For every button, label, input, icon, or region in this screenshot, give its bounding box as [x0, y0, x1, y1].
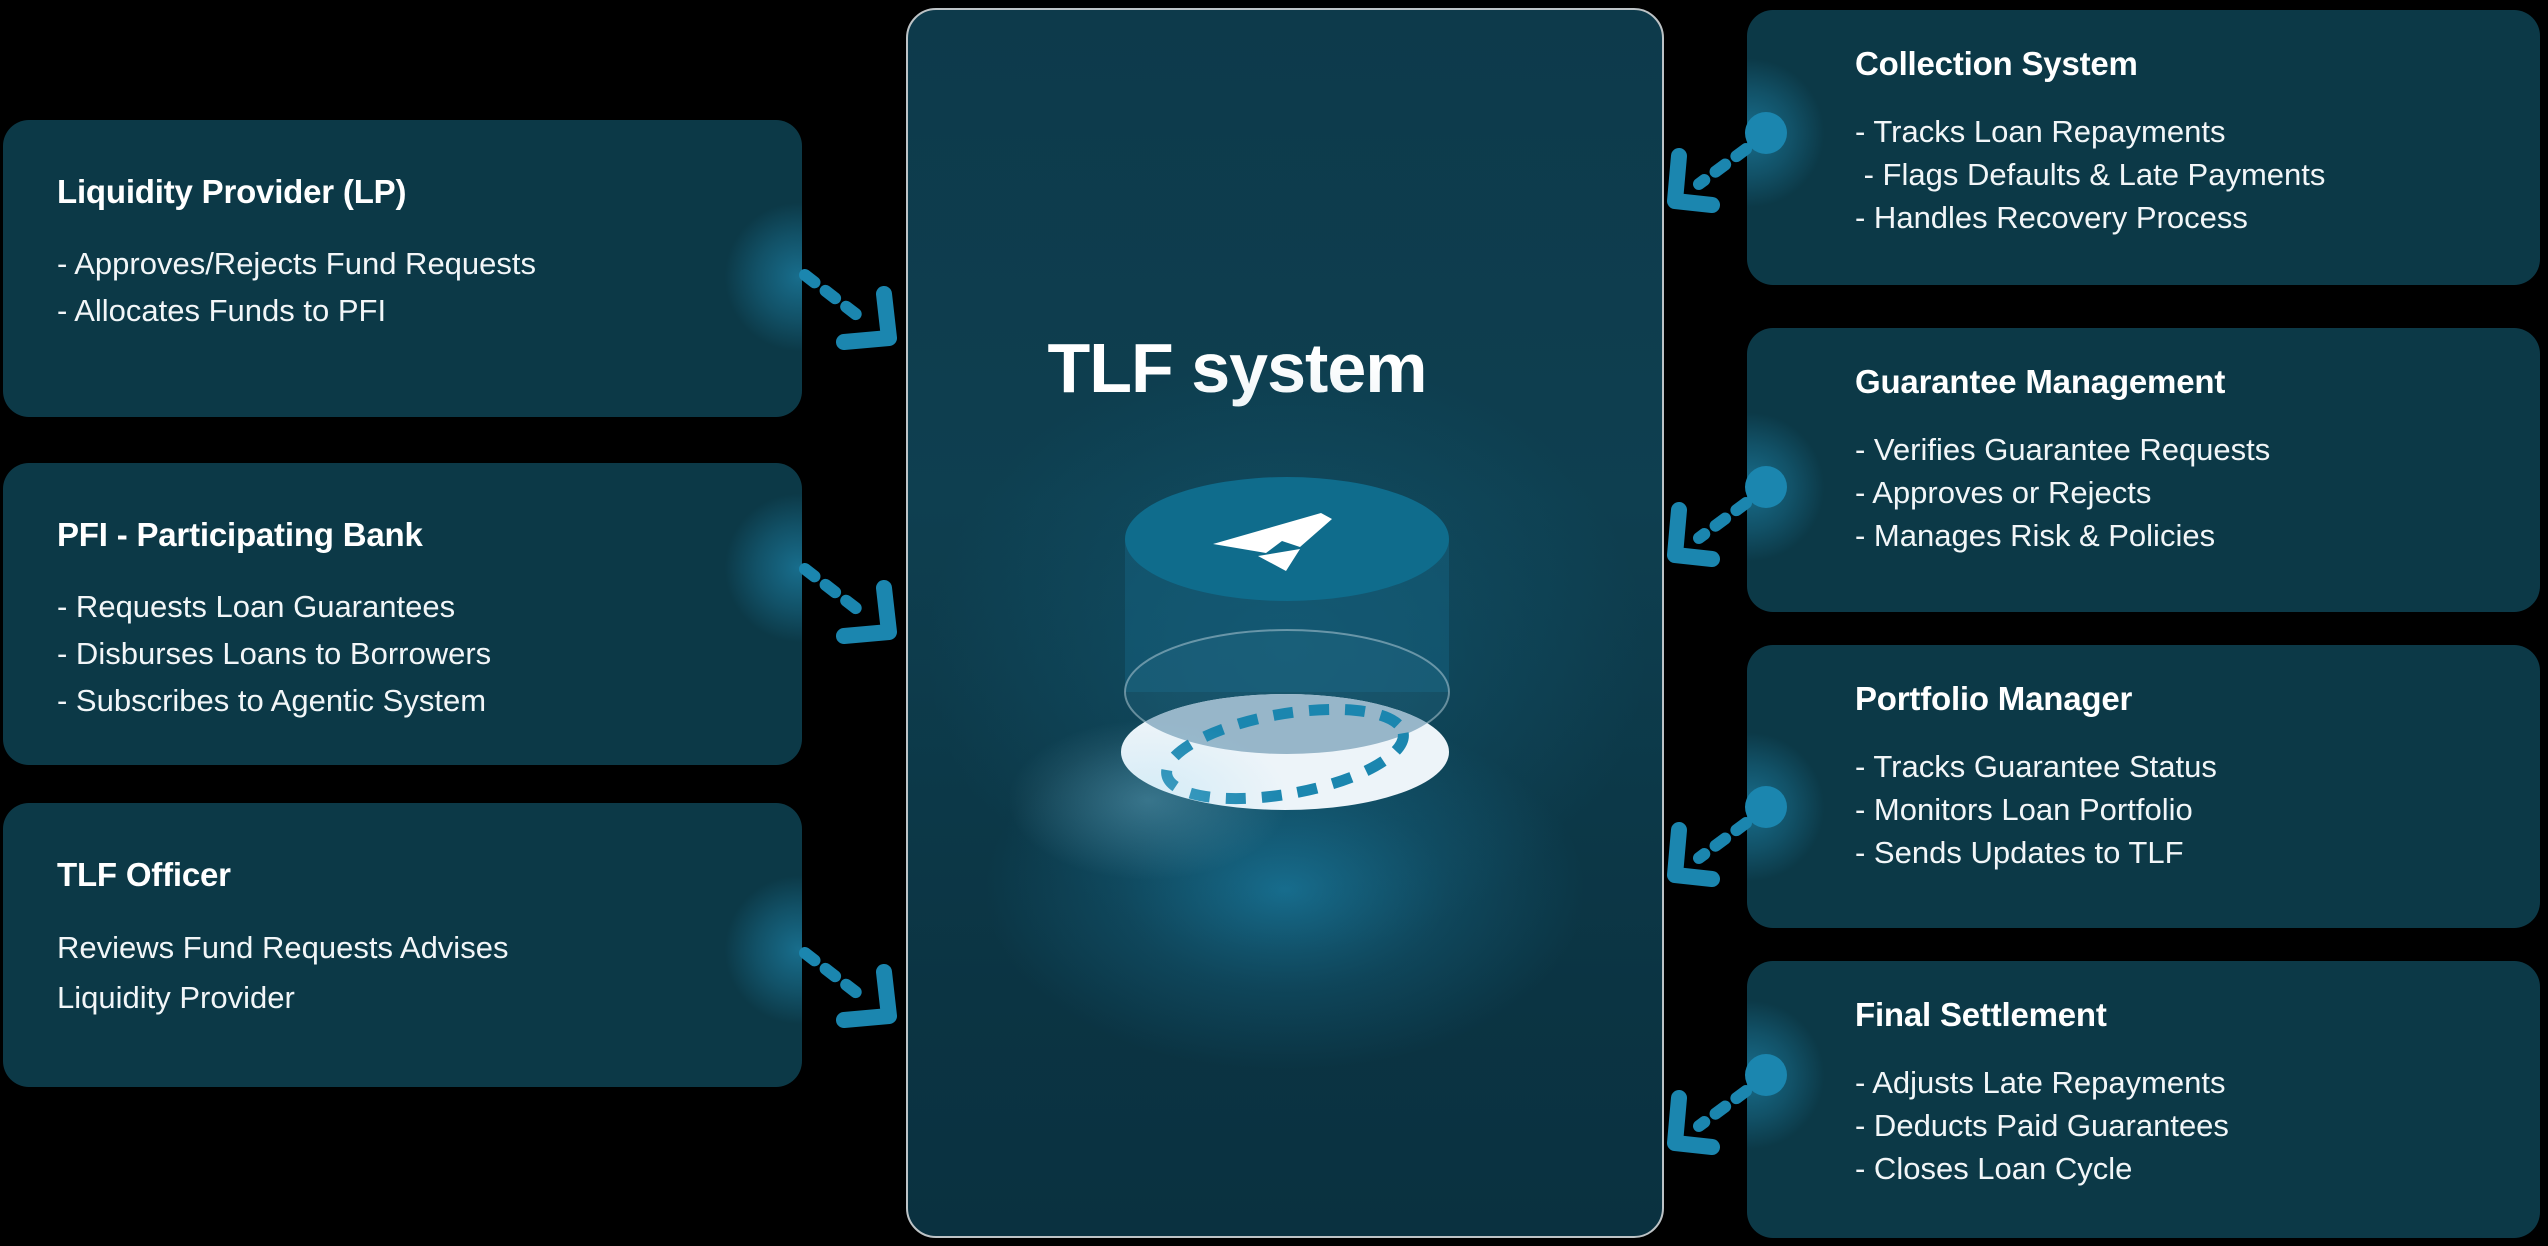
- logo-icon: [1213, 513, 1332, 571]
- card-item: - Monitors Loan Portfolio: [1855, 792, 2193, 827]
- card-item-list: - Tracks Guarantee Status - Monitors Loa…: [1855, 745, 2500, 874]
- card-pfi-participating-bank: PFI - Participating Bank - Requests Loan…: [3, 463, 802, 765]
- dashed-arrow-icon: [799, 947, 897, 1028]
- disc-overlay: [1125, 694, 1449, 754]
- dashed-arrow-icon: [799, 269, 897, 350]
- card-item-list: - Tracks Loan Repayments - Flags Default…: [1855, 110, 2500, 239]
- card-item: - Approves or Rejects: [1855, 475, 2152, 510]
- card-item: - Closes Loan Cycle: [1855, 1151, 2133, 1186]
- card-portfolio-manager: Portfolio Manager - Tracks Guarantee Sta…: [1747, 645, 2540, 928]
- card-item-list: Reviews Fund Requests Advises Liquidity …: [57, 923, 762, 1023]
- card-item: - Handles Recovery Process: [1855, 200, 2248, 235]
- card-item-list: - Verifies Guarantee Requests - Approves…: [1855, 428, 2500, 557]
- tlf-system-panel: TLF system: [906, 8, 1664, 1238]
- tlf-cylinder-illustration: [927, 350, 1647, 1070]
- card-item-list: - Requests Loan Guarantees - Disburses L…: [57, 583, 762, 724]
- card-title: Final Settlement: [1855, 996, 2107, 1033]
- card-item: - Tracks Guarantee Status: [1855, 749, 2217, 784]
- card-item: - Sends Updates to TLF: [1855, 835, 2184, 870]
- card-title: Collection System: [1855, 45, 2138, 82]
- card-item: Reviews Fund Requests Advises Liquidity …: [57, 930, 518, 1015]
- glow-dot-icon: [1747, 732, 1825, 882]
- card-title: Portfolio Manager: [1855, 680, 2133, 717]
- card-title: TLF Officer: [57, 856, 231, 893]
- card-tlf-officer: TLF Officer Reviews Fund Requests Advise…: [3, 803, 802, 1087]
- card-guarantee-management: Guarantee Management - Verifies Guarante…: [1747, 328, 2540, 612]
- card-item: - Manages Risk & Policies: [1855, 518, 2216, 553]
- card-item-list: - Approves/Rejects Fund Requests - Alloc…: [57, 240, 762, 334]
- card-title: PFI - Participating Bank: [57, 516, 423, 553]
- card-item: - Subscribes to Agentic System: [57, 683, 487, 718]
- card-item: - Requests Loan Guarantees: [57, 589, 456, 624]
- card-item: - Flags Defaults & Late Payments: [1855, 157, 2326, 192]
- card-final-settlement: Final Settlement - Adjusts Late Repaymen…: [1747, 961, 2540, 1238]
- card-item: - Approves/Rejects Fund Requests: [57, 246, 537, 281]
- card-item-list: - Adjusts Late Repayments - Deducts Paid…: [1855, 1061, 2500, 1190]
- card-collection-system: Collection System - Tracks Loan Repaymen…: [1747, 10, 2540, 285]
- card-title: Liquidity Provider (LP): [57, 173, 407, 210]
- card-item: - Allocates Funds to PFI: [57, 293, 387, 328]
- spot-glow: [1008, 720, 1288, 880]
- dashed-arrow-icon: [799, 563, 897, 644]
- glow-dot-icon: [1747, 412, 1825, 562]
- card-item: - Verifies Guarantee Requests: [1855, 432, 2271, 467]
- glow-dot-icon: [1747, 58, 1825, 208]
- card-title: Guarantee Management: [1855, 363, 2226, 400]
- card-item: - Disburses Loans to Borrowers: [57, 636, 492, 671]
- card-item: - Adjusts Late Repayments: [1855, 1065, 2226, 1100]
- glow-dot-icon: [1747, 1000, 1825, 1150]
- card-item: - Deducts Paid Guarantees: [1855, 1108, 2229, 1143]
- card-item: - Tracks Loan Repayments: [1855, 114, 2226, 149]
- card-liquidity-provider: Liquidity Provider (LP) - Approves/Rejec…: [3, 120, 802, 417]
